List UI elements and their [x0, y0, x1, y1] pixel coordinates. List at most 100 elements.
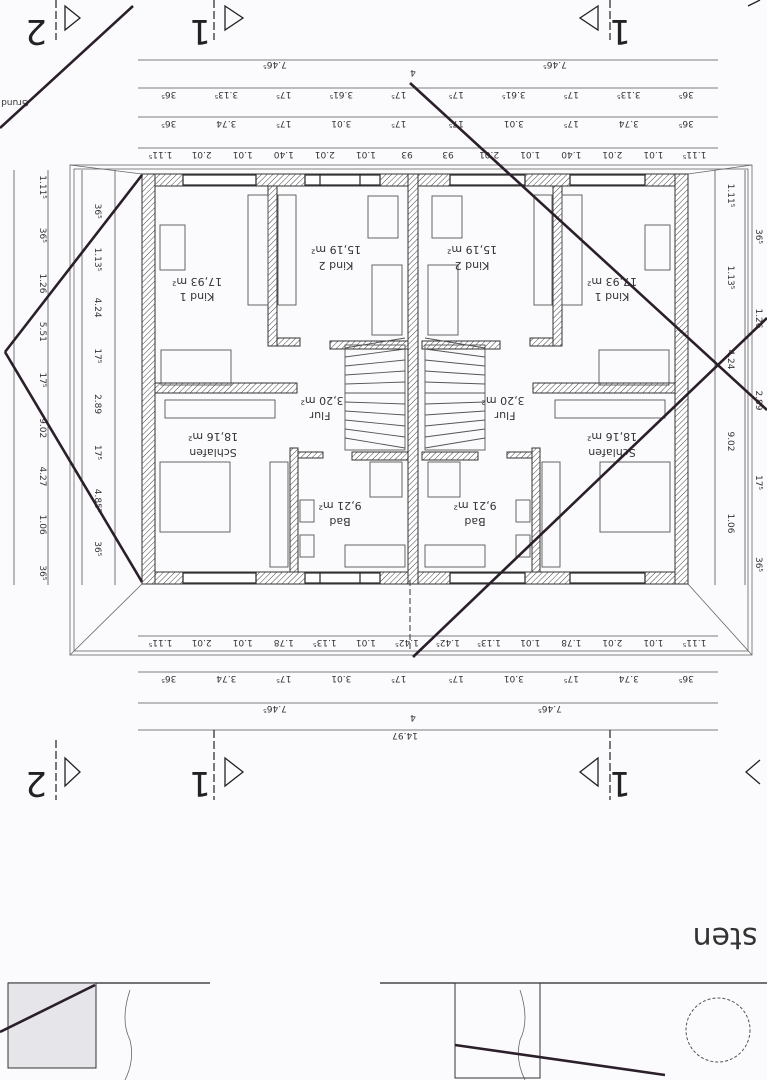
furniture-item: [598, 349, 670, 386]
interior-wall: [267, 185, 278, 347]
dimension-label: 1.13⁵: [92, 248, 102, 272]
dimension-label: 1.78: [274, 637, 294, 647]
dimension-label: 17⁵: [276, 89, 291, 99]
stair-tread: [424, 437, 486, 449]
furniture-item: [427, 264, 459, 336]
section-label-1-bottom-left: 1: [189, 763, 211, 803]
dimension-label: 1.11⁵: [725, 184, 735, 208]
dimension-label: 17⁵: [753, 475, 763, 490]
interior-wall: [297, 451, 324, 459]
furniture-item: [344, 544, 406, 568]
room-area-kind1-right: 17,93 m²: [587, 275, 637, 288]
room-area-schlafen-right: 18,16 m²: [587, 430, 637, 443]
interior-wall: [351, 451, 409, 461]
dimension-label: 17⁵: [448, 118, 463, 128]
window: [182, 572, 257, 584]
dimension-label: 1.06: [725, 513, 735, 533]
interior-walls: [154, 185, 676, 573]
interior-wall: [532, 382, 676, 394]
dimension-label: 1.42⁵: [436, 637, 460, 647]
room-name-kind1-right: Kind 1: [595, 290, 630, 303]
interior-wall: [529, 337, 554, 347]
room-area-flur-right: 3,20 m²: [481, 394, 524, 407]
interior-wall: [531, 447, 541, 573]
partial-label-grund: Grund: [1, 97, 29, 107]
dimension-label: 1.42⁵: [395, 637, 419, 647]
dim-half-width-right-bottom: 7.46⁵: [538, 703, 562, 713]
section-label-2-top: 2: [25, 11, 47, 51]
dimension-label: 3.61⁵: [502, 89, 526, 99]
interior-wall: [154, 382, 298, 394]
dimension-label: 1.40: [561, 149, 581, 159]
dim-half-width-left: 7.46⁵: [263, 59, 287, 69]
furniture-item: [299, 499, 315, 523]
room-name-schlafen-right: Schlafen: [588, 446, 635, 459]
stair-tread: [344, 359, 406, 367]
dimension-label: 1.40: [274, 149, 294, 159]
furniture-item: [164, 399, 276, 419]
dimension-label: 17⁵: [37, 372, 47, 387]
dimension-label: 1.01: [520, 637, 540, 647]
furniture-item: [424, 544, 486, 568]
dimension-label: 2.01: [602, 149, 622, 159]
dimension-label: 36⁵: [753, 229, 763, 244]
dimension-label: 17⁵: [563, 89, 578, 99]
dimension-label: 4.85⁵: [92, 489, 102, 513]
dimension-label: 1.78: [561, 637, 581, 647]
furniture-item: [515, 499, 531, 523]
stair-tread: [344, 401, 406, 405]
dimension-label: 3.13⁵: [617, 89, 641, 99]
dim-party-wall: 4: [410, 67, 416, 77]
dimension-label: 3.74: [216, 118, 236, 128]
dimension-label: 1.26: [37, 273, 47, 293]
furniture-item: [247, 194, 269, 306]
dimension-label: 5.51: [37, 322, 47, 342]
dimension-label: 3.74: [216, 673, 236, 683]
furniture-item: [277, 194, 297, 306]
dimension-label: 1.11⁵: [148, 637, 172, 647]
dimension-label: 1.26: [753, 308, 763, 328]
furniture-item: [159, 461, 231, 533]
dimension-label: 1.11⁵: [37, 175, 47, 199]
dimension-label: 2.01: [602, 637, 622, 647]
room-name-flur-right: Flur: [494, 409, 515, 422]
dimension-label: 3.74: [619, 673, 639, 683]
furniture-item: [554, 399, 666, 419]
dimension-label: 1.01: [520, 149, 540, 159]
dimension-label: 9.02: [725, 431, 735, 451]
dimension-label: 36⁵: [161, 673, 176, 683]
dimension-label: 2.01: [192, 149, 212, 159]
section-label-1-top-right: 1: [609, 11, 631, 51]
room-name-kind2-left: Kind 2: [319, 259, 354, 272]
dimension-label: 9.02: [37, 418, 47, 438]
dimension-label: 36⁵: [161, 89, 176, 99]
window: [319, 174, 361, 186]
stair-tread: [424, 348, 486, 358]
stair-tread: [344, 381, 406, 385]
stair-tread: [424, 337, 486, 349]
dimension-lines: [13, 59, 746, 731]
section-label-1-bottom-right: 1: [609, 763, 631, 803]
stair-tread: [344, 370, 406, 376]
stair-tread: [424, 359, 486, 367]
interior-wall: [289, 447, 299, 573]
dimension-label: 2.01: [315, 149, 335, 159]
stair-tread: [344, 428, 406, 438]
dimension-label: 1.11⁵: [682, 149, 706, 159]
dimension-label: 3.74: [619, 118, 639, 128]
furniture-item: [644, 224, 671, 271]
dimension-label: 1.01: [233, 149, 253, 159]
dimension-label: 17⁵: [448, 673, 463, 683]
dimension-label: 17⁵: [563, 118, 578, 128]
furniture-item: [371, 264, 403, 336]
interior-wall: [276, 337, 301, 347]
exterior-walls: [141, 173, 689, 585]
dimension-label: 36⁵: [92, 541, 102, 556]
section-label-2-bottom: 2: [25, 763, 47, 803]
dimension-label: 1.13⁵: [477, 637, 501, 647]
window: [449, 572, 526, 584]
room-area-kind2-left: 15,19 m²: [311, 243, 361, 256]
room-area-kind1-left: 17,93 m²: [172, 275, 222, 288]
dimension-label: 1.06: [37, 515, 47, 535]
